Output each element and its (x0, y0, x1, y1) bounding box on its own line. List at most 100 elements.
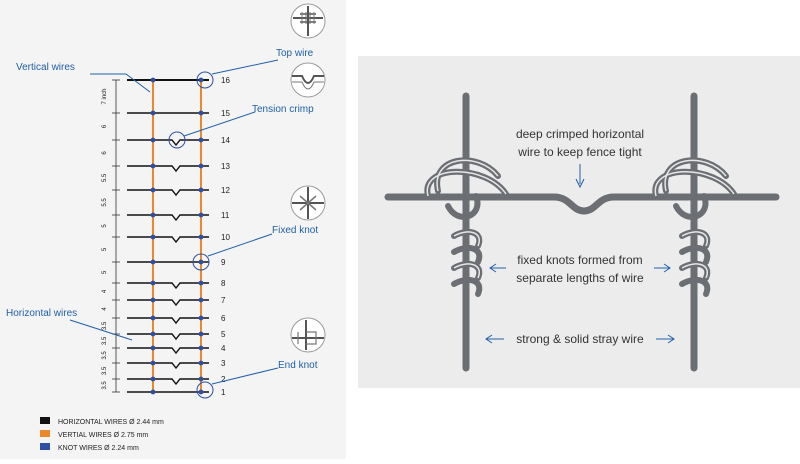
wire-number-10: 10 (221, 233, 230, 242)
knots-arrow-left-icon (489, 263, 506, 273)
end-knot-leader (211, 367, 279, 385)
spacing-label: 3.5 (102, 381, 108, 390)
spacing-label: 7 inch (102, 88, 108, 104)
knot-3-left (150, 360, 156, 366)
spacing-label: 5 (102, 247, 108, 251)
label-vertical-wires: Vertical wires (16, 62, 75, 73)
knot-7-left (150, 297, 156, 303)
annotation-crimp-line2: wire to keep fence tight (517, 145, 642, 159)
knot-8-right (198, 280, 204, 286)
spacing-label: 3.5 (102, 351, 108, 360)
knot-5-right (198, 331, 204, 337)
horizontal-wire-4 (127, 347, 209, 355)
knot-15-left (150, 110, 156, 116)
label-top-wire: Top wire (276, 48, 314, 59)
knot-5-left (150, 331, 156, 337)
knot-8-left (150, 280, 156, 286)
knot-1-left (150, 389, 156, 395)
spacing-label: 6 (102, 124, 108, 128)
knot-4-left (150, 345, 156, 351)
wire-number-8: 8 (221, 279, 226, 288)
knot-4-right (198, 345, 204, 351)
label-end-knot: End knot (278, 360, 318, 371)
vertical-wires-leader (90, 73, 151, 93)
top-wire-leader (211, 59, 279, 75)
wire-number-14: 14 (221, 136, 230, 145)
horizontal-wire-2 (127, 378, 209, 386)
knot-6-left (150, 315, 156, 321)
legend-swatch-horizontal (40, 417, 50, 424)
spacing-label: 5.5 (102, 173, 108, 182)
knots-arrow-right-icon (654, 263, 671, 273)
wire-number-2: 2 (221, 375, 226, 384)
wire-number-16: 16 (221, 76, 230, 85)
horizontal-wire-11 (127, 214, 209, 222)
horizontal-wire-10 (127, 236, 209, 244)
legend-label-knot: KNOT WIRES Ø 2.24 mm (58, 445, 139, 452)
wire-number-6: 6 (221, 314, 226, 323)
wire-number-11: 11 (221, 211, 230, 220)
horizontal-wires-leader (69, 319, 133, 341)
fixed-knot-leader (207, 233, 273, 257)
spacing-label: 3.5 (102, 321, 108, 330)
wire-number-9: 9 (221, 258, 226, 267)
knot-closeup-illustration: deep crimped horizontal wire to keep fen… (358, 56, 800, 388)
horizontal-wire-6 (127, 317, 209, 325)
annotation-knots-line1: fixed knots formed from (517, 253, 642, 267)
fixed-knot-right-highlight (654, 159, 735, 279)
spacing-label: 4 (102, 307, 108, 311)
knot-6-right (198, 315, 204, 321)
fixed-knot-callout-circle (192, 253, 210, 271)
knot-2-left (150, 376, 156, 382)
knot-14-right (198, 137, 204, 143)
knot-3-right (198, 360, 204, 366)
horizontal-wire-14 (127, 139, 209, 147)
knot-15-right (198, 110, 204, 116)
knot-16-left (150, 77, 156, 83)
legend: HORIZONTAL WIRES Ø 2.44 mm VERTIAL WIRES… (40, 417, 164, 452)
knot-1-right (198, 389, 204, 395)
knot-12-left (150, 187, 156, 193)
label-horizontal-wires: Horizontal wires (6, 308, 77, 319)
knot-11-left (150, 212, 156, 218)
legend-swatch-vertical (40, 430, 50, 437)
spacing-label: 3.5 (102, 366, 108, 375)
tension-crimp-callout-circle (168, 131, 186, 149)
horizontal-wire-8 (127, 282, 209, 290)
label-fixed-knot: Fixed knot (272, 225, 318, 236)
wire-number-5: 5 (221, 330, 226, 339)
spacing-label: 5 (102, 224, 108, 228)
spacing-label: 5.5 (102, 198, 108, 207)
wire-number-12: 12 (221, 186, 230, 195)
stay-arrow-left-icon (485, 334, 504, 344)
end-knot-detail-icon (290, 317, 326, 353)
wire-number-7: 7 (221, 296, 226, 305)
knot-10-left (150, 234, 156, 240)
horizontal-wire-7 (127, 299, 209, 307)
horizontal-wire-5 (127, 333, 209, 341)
stay-arrow-right-icon (656, 334, 675, 344)
wire-number-13: 13 (221, 162, 230, 171)
horizontal-wire-12 (127, 189, 209, 197)
spacing-label: 3.5 (102, 336, 108, 345)
annotation-crimp-line1: deep crimped horizontal (516, 127, 644, 141)
crimp-arrowhead-icon (575, 178, 585, 189)
knot-13-left (150, 163, 156, 169)
spacing-label: 5 (102, 270, 108, 274)
knot-11-right (198, 212, 204, 218)
knot-closeup-svg: deep crimped horizontal wire to keep fen… (384, 92, 780, 372)
annotation-stay: strong & solid stray wire (516, 332, 644, 346)
wire-number-15: 15 (221, 109, 230, 118)
legend-label-vertical: VERTIAL WIRES Ø 2.75 mm (58, 432, 148, 439)
top-wire-callout-circle (196, 71, 214, 89)
wire-number-1: 1 (221, 388, 226, 397)
wire-number-3: 3 (221, 359, 226, 368)
knot-14-left (150, 137, 156, 143)
knot-12-right (198, 187, 204, 193)
label-tension-crimp: Tension crimp (252, 104, 314, 115)
knot-9-left (150, 259, 156, 265)
spacing-label: 4 (102, 289, 108, 293)
horizontal-wire-13 (127, 165, 209, 173)
